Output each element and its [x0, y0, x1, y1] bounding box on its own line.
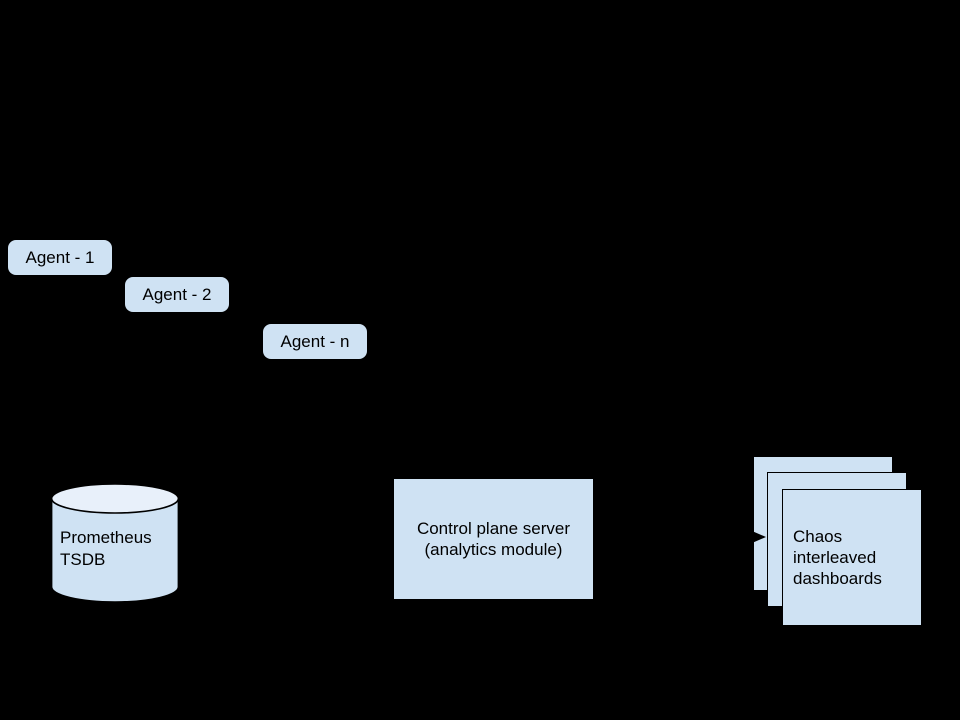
- agent-node-n-label: Agent - n: [280, 331, 350, 351]
- cylinder-top: [50, 483, 180, 514]
- dashboards-label-line1: Chaos: [793, 527, 843, 546]
- dashboard-card-front: Chaos interleaved dashboards: [782, 489, 922, 626]
- prometheus-cylinder: [50, 483, 180, 603]
- agent-node-n: Agent - n: [263, 324, 367, 359]
- agent-node-1-label: Agent - 1: [25, 247, 95, 267]
- control-plane-label-line2: (analytics module): [424, 540, 563, 559]
- agent-node-1: Agent - 1: [8, 240, 112, 275]
- prometheus-label: Prometheus TSDB: [60, 527, 152, 571]
- dashboards-label-line3: dashboards: [793, 569, 882, 588]
- prometheus-label-line1: Prometheus: [60, 528, 152, 547]
- cylinder-body: [50, 498, 180, 603]
- dashboards-label-line2: interleaved: [793, 548, 877, 567]
- prometheus-label-line2: TSDB: [60, 550, 106, 569]
- agent-node-2-label: Agent - 2: [142, 284, 212, 304]
- control-plane-label-line1: Control plane server: [416, 519, 571, 538]
- control-plane-box: Control plane server (analytics module): [394, 479, 593, 599]
- agent-node-2: Agent - 2: [125, 277, 229, 312]
